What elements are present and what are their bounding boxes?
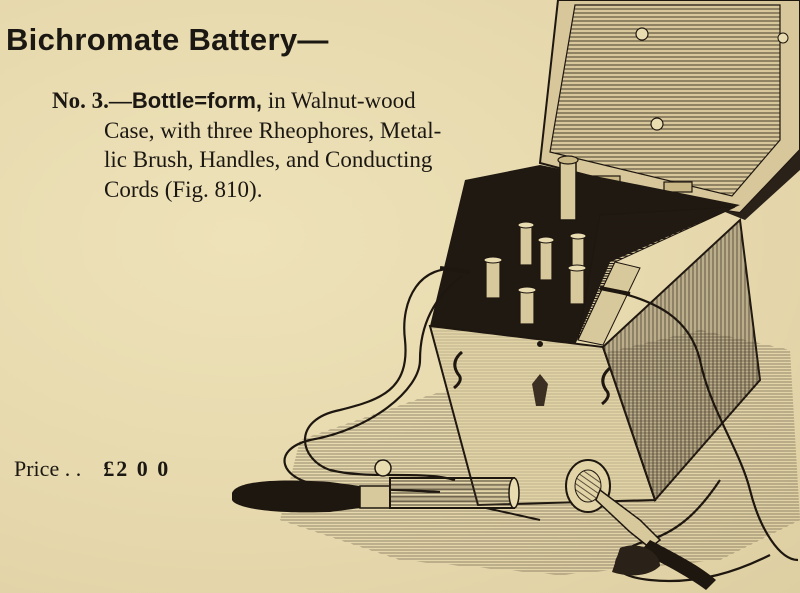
case-side xyxy=(601,217,762,502)
price-amount: £2 0 0 xyxy=(103,456,171,481)
product-number: No. 3.— xyxy=(52,88,132,113)
entry-line-4: Cords (Fig. 810). xyxy=(104,176,263,202)
case-lid xyxy=(538,0,800,220)
binding-posts xyxy=(483,155,587,325)
metallic-brush xyxy=(565,459,716,590)
product-name: Bottle=form, xyxy=(131,88,263,113)
price-label: Price . . xyxy=(14,456,82,481)
battery-illustration xyxy=(232,0,800,590)
electrode-handle xyxy=(232,459,541,521)
section-heading: Bichromate Battery— xyxy=(6,22,329,57)
case-interior xyxy=(430,165,740,346)
price-line: Price . . £2 0 0 xyxy=(14,456,170,482)
product-entry: No. 3.—Bottle=form, in Walnut-wood Case,… xyxy=(52,86,522,204)
case-front xyxy=(428,324,657,507)
entry-line-1-rest: in Walnut-wood xyxy=(262,88,416,113)
entry-line-1: No. 3.—Bottle=form, in Walnut-wood xyxy=(52,86,522,116)
entry-line-3: lic Brush, Handles, and Conducting xyxy=(104,147,433,172)
entry-line-2: Case, with three Rheophores, Metal- xyxy=(104,117,442,143)
